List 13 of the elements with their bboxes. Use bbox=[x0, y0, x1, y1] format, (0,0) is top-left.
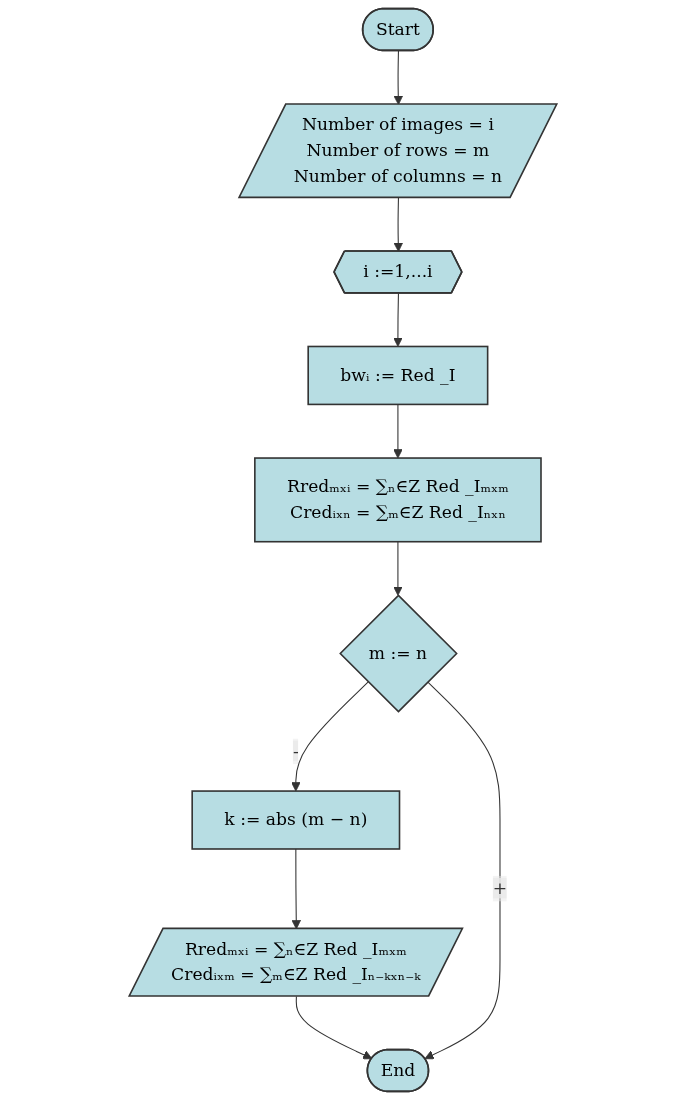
node-box: Rredₘₓᵢ = ∑ₙ∈Z Red _Iₘₓₘ Credᵢₓₙ = ∑ₘ∈Z Red _Iₙₓₙ bbox=[254, 457, 542, 543]
arrow bbox=[393, 541, 403, 596]
arrow bbox=[295, 995, 373, 1060]
arrow bbox=[393, 197, 403, 252]
arrow bbox=[393, 292, 403, 347]
arrow bbox=[424, 681, 501, 1060]
node-box: k := abs (m − n) bbox=[191, 790, 401, 850]
node-diamond: m := n bbox=[339, 594, 458, 713]
arrow bbox=[393, 50, 403, 105]
arrow bbox=[393, 403, 403, 459]
node-box: bwᵢ := Red _I bbox=[307, 345, 489, 406]
edge-label: + bbox=[492, 877, 508, 899]
edge-label: - bbox=[292, 740, 299, 762]
